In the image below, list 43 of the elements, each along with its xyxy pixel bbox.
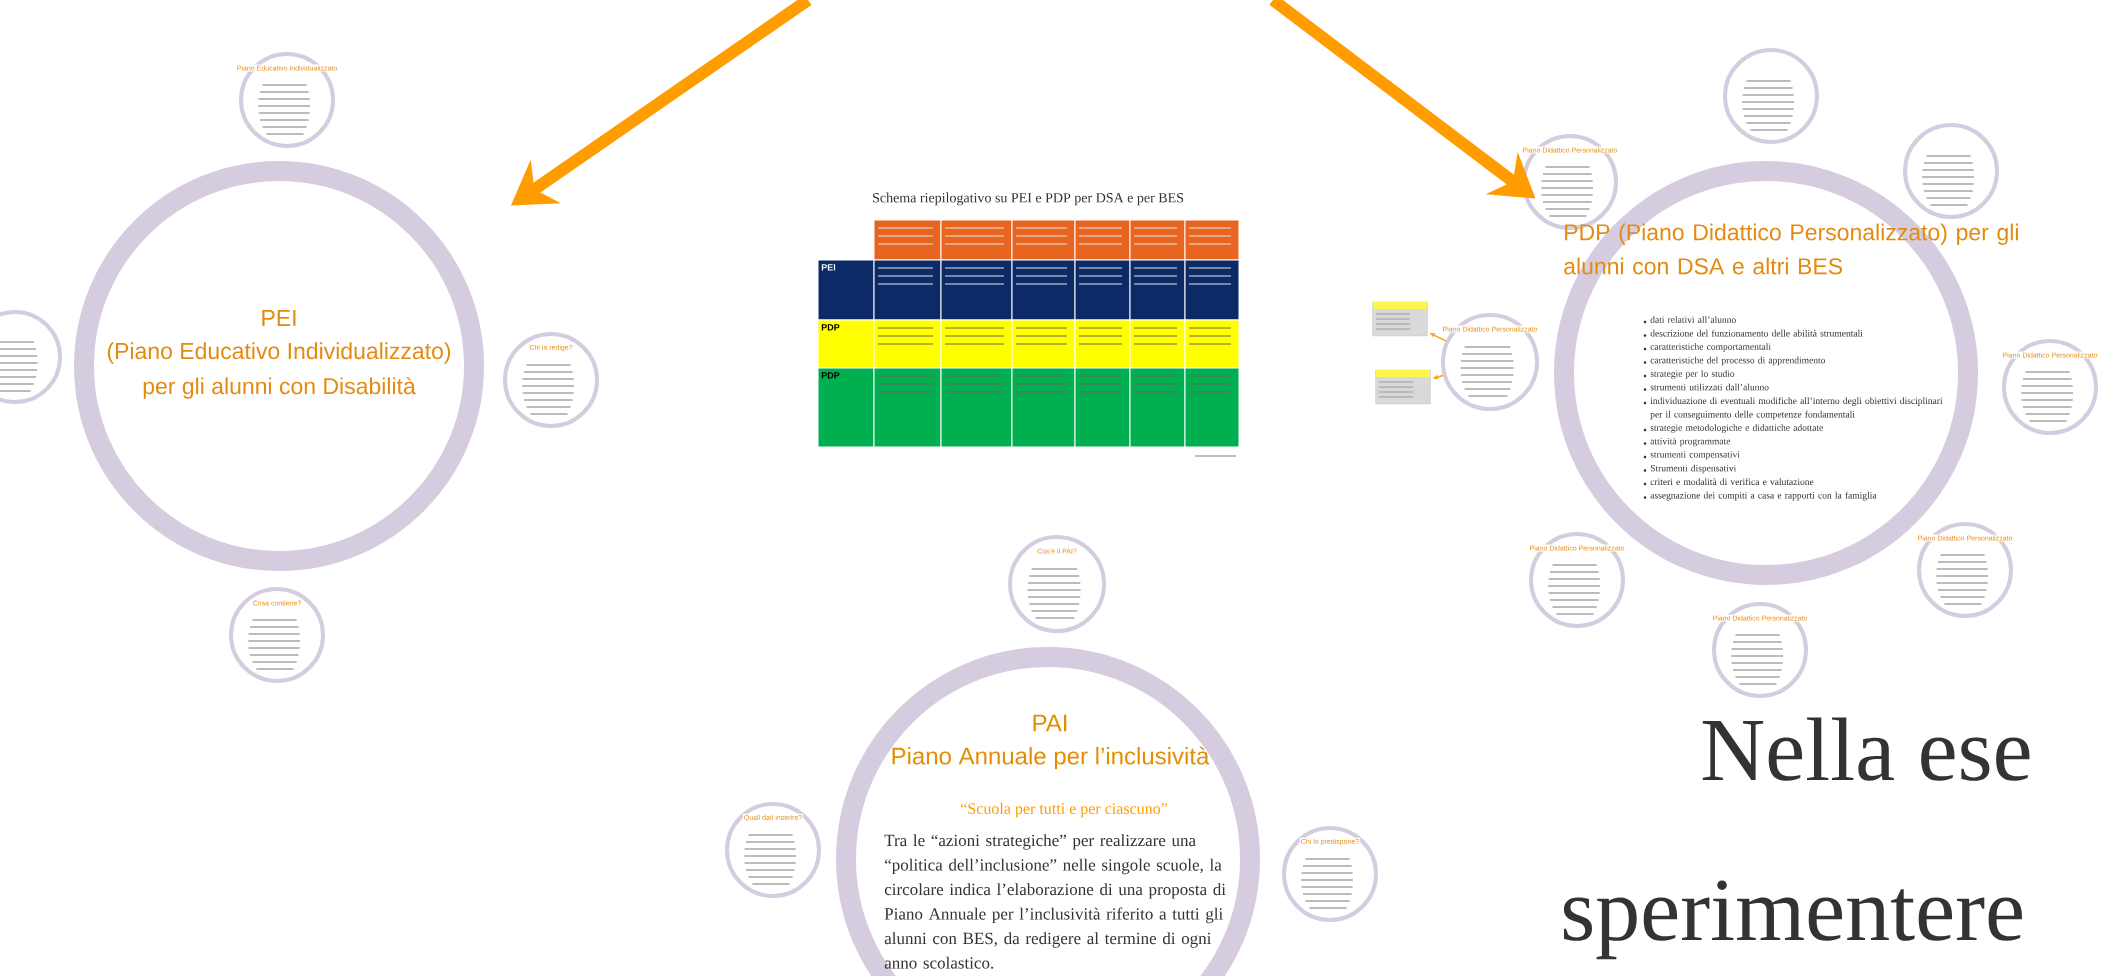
bullet-item: strumenti utilizzati dall’alunno <box>1650 383 1769 391</box>
bullet-item: strategie metodologiche e didattiche adottate <box>1650 424 1823 433</box>
topic-circle <box>1441 313 1539 411</box>
topic-circle <box>229 587 325 683</box>
topic-circle <box>1916 522 2014 618</box>
heading: per gli alunni con Disabilità <box>143 377 416 399</box>
bullet-item: strumenti compensativi <box>1650 451 1740 460</box>
bullet-item: descrizione del funzionamento delle abilità strumentali <box>1650 329 1863 337</box>
bullet-item: assegnazione dei compiti a casa e rapporti con la famiglia <box>1650 491 1877 501</box>
topic-circle <box>2001 339 2099 435</box>
heading: Piano Annuale per l’inclusività <box>892 746 1210 770</box>
topic-circle <box>1711 602 1809 698</box>
bullet-item: criteri e modalità di verifica e valutazione <box>1650 478 1814 485</box>
topic-circle <box>503 332 599 428</box>
heading: PAI <box>1033 714 1067 732</box>
topic-circle <box>235 52 339 148</box>
large-text: Nella ese <box>1702 717 2030 781</box>
paragraph: Tra le “azioni strategiche” per realizzare una “politica dell’inclusione” nelle singole scuole, la circolare indica l’elaborazione di una proposta di Piano Annuale per l’inclusività riferito a tutti gli alunni con BES, da redigere al termine di ogni anno scolastico. <box>884 834 1226 969</box>
bullet-item: strategie per lo studio <box>1650 370 1735 379</box>
bullet-item: Strumenti dispensativi <box>1650 464 1737 474</box>
heading: PDP (Piano Didattico Personalizzato) per gli alunni con DSA e altri BES <box>1564 223 2018 275</box>
topic-circle <box>1528 532 1626 628</box>
bullet-item: attività programmate <box>1650 437 1731 447</box>
heading: PEI <box>262 310 296 326</box>
document-thumbnail <box>1375 369 1431 405</box>
topic-circle <box>1282 826 1378 922</box>
bullet-item: caratteristiche comportamentali <box>1650 343 1771 352</box>
topic-circle <box>725 802 821 898</box>
quote: “Scuola per tutti e per ciascuno” <box>961 802 1167 818</box>
row-header: PEI <box>821 264 836 271</box>
topic-ring <box>836 647 1260 976</box>
topic-ring <box>74 161 484 571</box>
topic-circle <box>1903 123 1999 219</box>
row-header: PDP <box>821 324 840 331</box>
row-header: PDP <box>821 372 840 379</box>
large-text: sperimentere <box>1563 880 2022 960</box>
bullet-item: caratteristiche del processo di apprendimento <box>1650 356 1826 366</box>
bullet-item: dati relativi all’alunno <box>1650 316 1736 323</box>
heading: (Piano Educativo Individualizzato) <box>107 342 451 364</box>
topic-circle <box>1723 48 1819 144</box>
topic-circle <box>1008 535 1106 633</box>
document-thumbnail <box>1372 301 1428 337</box>
table-title: Schema riepilogativo su PEI e PDP per DSA e per BES <box>873 192 1184 206</box>
